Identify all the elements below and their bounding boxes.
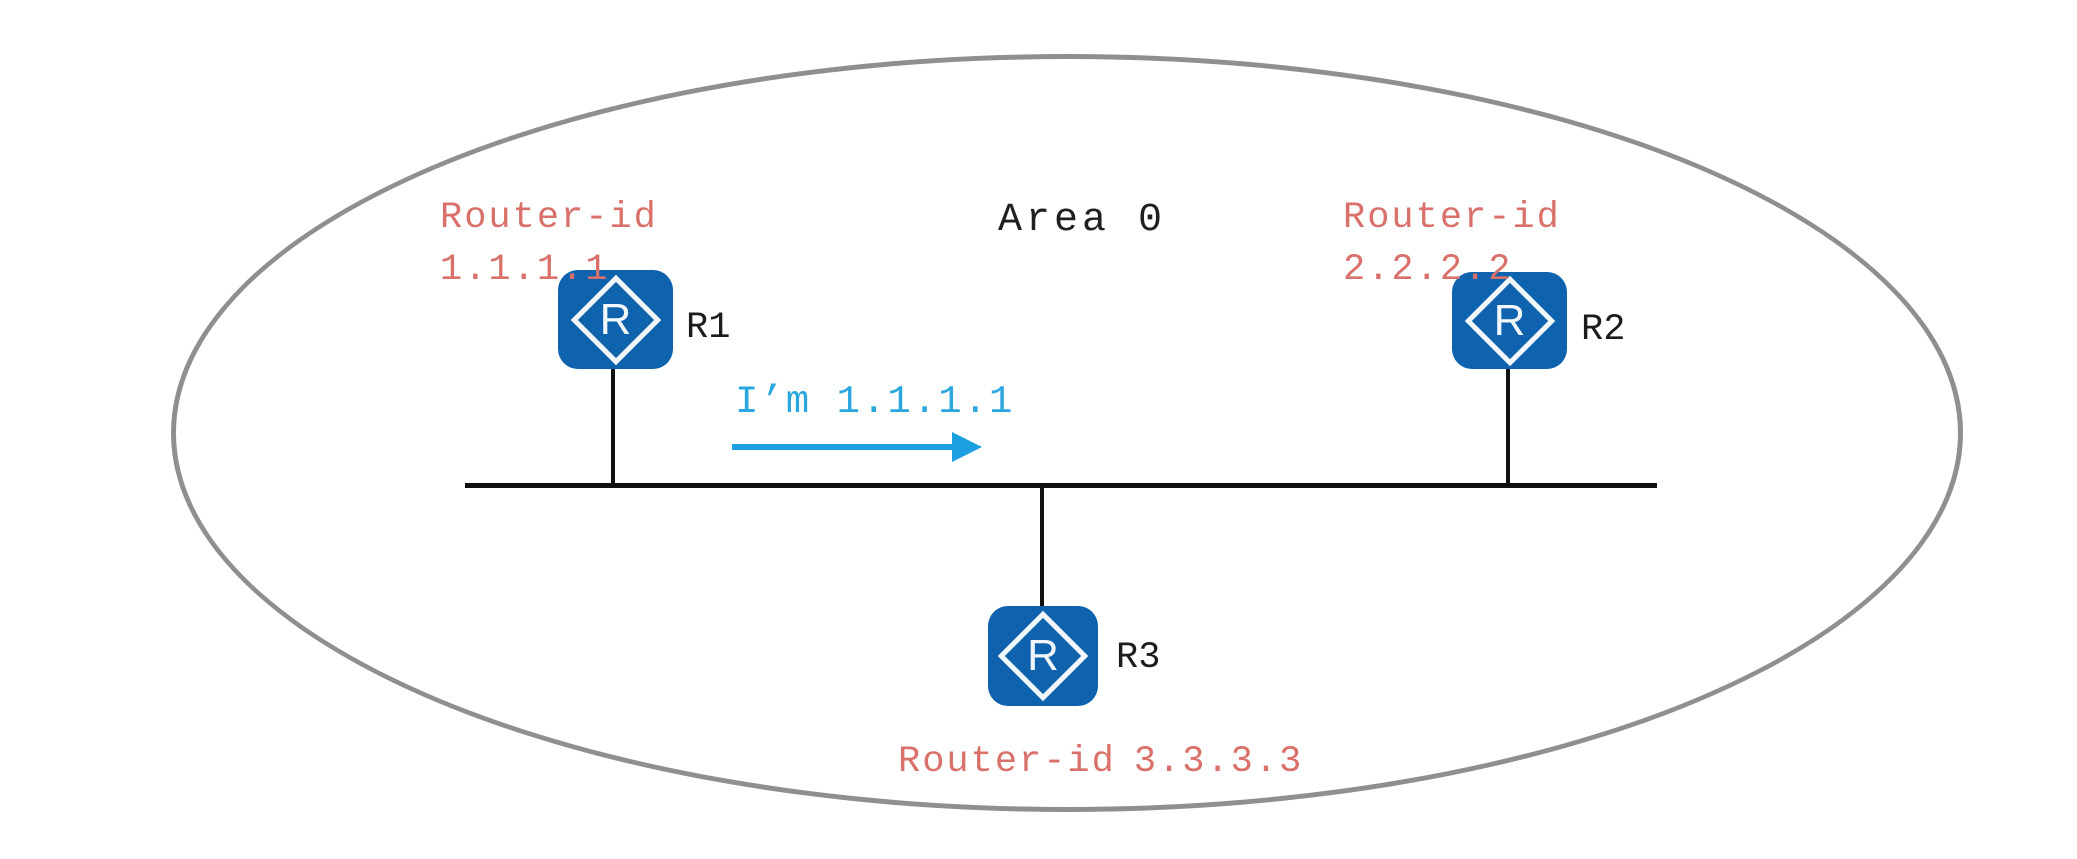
router-r2-name: R2 — [1581, 309, 1626, 351]
link-r2-to-bus — [1506, 367, 1510, 487]
hello-message-text: I’m 1.1.1.1 — [735, 380, 1015, 424]
router3-id-label-prefix: Router-id — [898, 741, 1116, 783]
router3-id-label-value: 3.3.3.3 — [1133, 741, 1304, 783]
router2-id-label-line1: Router-id — [1343, 197, 1561, 239]
hello-message-arrow — [732, 444, 954, 450]
router3-id-label: Router-id 3.3.3.3 — [898, 741, 1303, 783]
router-letter: R — [599, 294, 632, 344]
router-letter: R — [1493, 295, 1526, 345]
router-r1-name: R1 — [686, 307, 731, 349]
area-label: Area 0 — [998, 198, 1167, 243]
router-r3-icon: R — [988, 606, 1098, 706]
router2-id-label-line2: 2.2.2.2 — [1343, 249, 1513, 291]
router1-id-label-line2: 1.1.1.1 — [440, 249, 610, 291]
area0-boundary-ellipse — [171, 54, 1963, 812]
hello-message-arrowhead-icon — [952, 432, 982, 462]
network-bus-line — [465, 483, 1657, 488]
router1-id-label-line1: Router-id — [440, 197, 658, 239]
router-r2-icon: R — [1452, 272, 1567, 369]
link-r3-to-bus — [1040, 488, 1044, 608]
router-r1-icon: R — [558, 270, 673, 369]
router-letter: R — [1027, 631, 1059, 680]
link-r1-to-bus — [611, 368, 615, 487]
router-r3-name: R3 — [1116, 637, 1161, 679]
